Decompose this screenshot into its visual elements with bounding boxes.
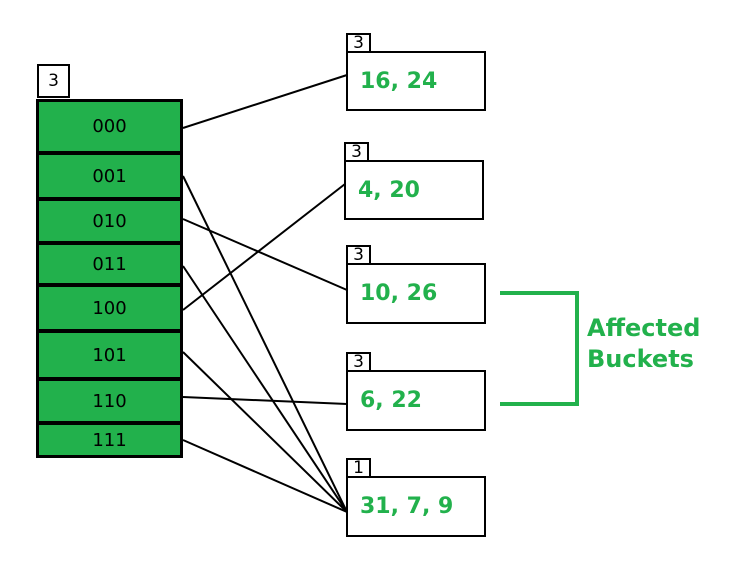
directory-entry-label: 010 — [92, 210, 127, 232]
bucket-local-depth: 1 — [346, 458, 371, 478]
directory-entry-label: 111 — [92, 429, 127, 451]
bucket-values: 31, 7, 9 — [360, 494, 454, 519]
local-depth-value: 3 — [353, 351, 364, 372]
affected-label-line1: Affected — [587, 314, 701, 342]
bucket-4: 6, 22 — [346, 370, 486, 431]
bucket-3: 10, 26 — [346, 263, 486, 324]
bucket-local-depth: 3 — [346, 33, 371, 53]
affected-bracket — [500, 291, 579, 406]
affected-label-line2: Buckets — [587, 345, 694, 373]
local-depth-value: 3 — [353, 244, 364, 265]
local-depth-value: 3 — [353, 32, 364, 53]
pointer-011 — [182, 265, 348, 513]
pointer-110 — [182, 396, 348, 405]
bucket-local-depth: 3 — [346, 245, 371, 265]
local-depth-value: 1 — [353, 457, 364, 478]
pointer-111 — [182, 439, 348, 513]
bucket-1: 16, 24 — [346, 51, 486, 111]
pointer-000 — [182, 74, 348, 129]
pointer-100 — [182, 183, 346, 311]
directory-entry-label: 110 — [92, 390, 127, 412]
affected-buckets-label: Affected Buckets — [587, 313, 700, 375]
directory-entry-001: 001 — [36, 152, 183, 200]
bucket-values: 16, 24 — [360, 68, 438, 94]
global-depth-box: 3 — [37, 64, 70, 98]
pointer-101 — [182, 351, 348, 513]
directory-entry-101: 101 — [36, 330, 183, 380]
directory-entry-label: 101 — [92, 344, 127, 366]
directory-entry-label: 011 — [92, 253, 127, 275]
bucket-local-depth: 3 — [344, 142, 369, 162]
directory-entry-label: 100 — [92, 297, 127, 319]
pointer-001 — [182, 175, 348, 513]
bucket-values: 4, 20 — [358, 177, 420, 203]
directory-entry-111: 111 — [36, 422, 183, 458]
pointer-010 — [182, 218, 348, 291]
directory-entry-label: 000 — [92, 116, 127, 137]
bucket-5: 31, 7, 9 — [346, 476, 486, 537]
bucket-local-depth: 3 — [346, 352, 371, 372]
directory-entry-label: 001 — [92, 165, 127, 187]
local-depth-value: 3 — [351, 141, 362, 162]
bucket-2: 4, 20 — [344, 160, 484, 220]
directory-entry-010: 010 — [36, 198, 183, 244]
bucket-values: 10, 26 — [360, 281, 438, 306]
bucket-values: 6, 22 — [360, 388, 422, 413]
global-depth-value: 3 — [48, 70, 59, 91]
